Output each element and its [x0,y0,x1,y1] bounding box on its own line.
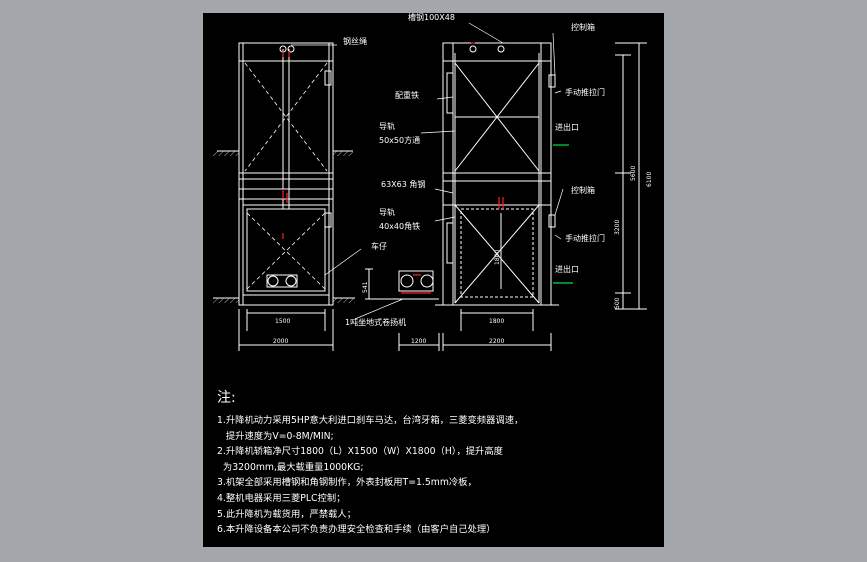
note-line: 1.升降机动力采用5HP意大利进口刹车马达，台湾牙箱，三菱变频器调速， [217,415,524,426]
drawing-sheet: 钢丝绳 槽钢100X48 控制箱 配重铁 手动推拉门 导轨 50x50方通 进出… [203,13,664,547]
notes-block: 注: 1.升降机动力采用5HP意大利进口刹车马达，台湾牙箱，三菱变频器调速， 提… [217,389,657,538]
front-view [435,42,647,351]
label-control-box-top: 控制箱 [571,22,595,32]
dim-1500: 1500 [275,318,290,325]
label-guide-rail-1-spec: 50x50方通 [379,135,420,145]
dim-1800-vertical: 1800 [494,250,501,265]
side-view-frame [238,42,334,306]
note-line: 5.此升降机为载货用，严禁载人； [217,508,357,520]
note-line: 为3200mm,最大载重量1000KG; [217,461,364,473]
label-channel-steel: 槽钢100X48 [408,13,455,22]
note-line: 6.本升降设备本公司不负责办理安全检查和手续（由客户自己处理） [217,524,496,536]
note-line: 3.机架全部采用槽钢和角钢制作，外表封板用T=1.5mm冷板， [217,477,477,489]
label-guide-rail-2-spec: 40x40角铁 [379,221,420,231]
front-car-cage [460,208,534,298]
side-view [213,42,355,351]
dim-2000: 2000 [273,338,288,345]
dim-1800: 1800 [489,318,504,325]
notes-title: 注: [217,390,236,406]
dim-5600: 5600 [630,166,637,181]
elevator-drawing: 钢丝绳 槽钢100X48 控制箱 配重铁 手动推拉门 导轨 50x50方通 进出… [213,13,653,351]
side-view-red-marks [282,51,290,239]
dim-6100: 6100 [646,172,653,187]
label-manual-door-mid: 手动推拉门 [565,233,605,243]
dim-2200: 2200 [489,338,504,345]
note-line: 4.整机电器采用三菱PLC控制； [217,492,346,504]
entry-arrows [553,144,573,284]
floor-winch [365,268,440,351]
label-guide-rail-2: 导轨 [379,207,395,217]
dim-500: 500 [614,297,621,309]
dim-1200: 1200 [411,338,426,345]
car-cage [246,208,326,292]
label-control-box-mid: 控制箱 [571,185,595,195]
label-entrance-bottom: 进出口 [555,264,579,274]
label-entrance-top: 进出口 [555,122,579,132]
label-angle-steel: 63X63 角钢 [381,179,425,189]
label-car: 车仔 [371,241,387,251]
note-line: 2.升降机轿箱净尺寸1800（L）X1500（W）X1800（H），提升高度 [217,446,503,458]
label-wire-rope: 钢丝绳 [343,36,367,46]
label-winch: 1吨坐地式卷扬机 [345,317,406,327]
label-manual-door-top: 手动推拉门 [565,87,605,97]
note-line: 提升速度为V=0-8M/MIN; [217,430,334,442]
label-counterweight: 配重铁 [395,90,419,100]
dim-541: 541 [362,281,369,293]
dim-3200: 3200 [614,220,621,235]
label-guide-rail-1: 导轨 [379,121,395,131]
